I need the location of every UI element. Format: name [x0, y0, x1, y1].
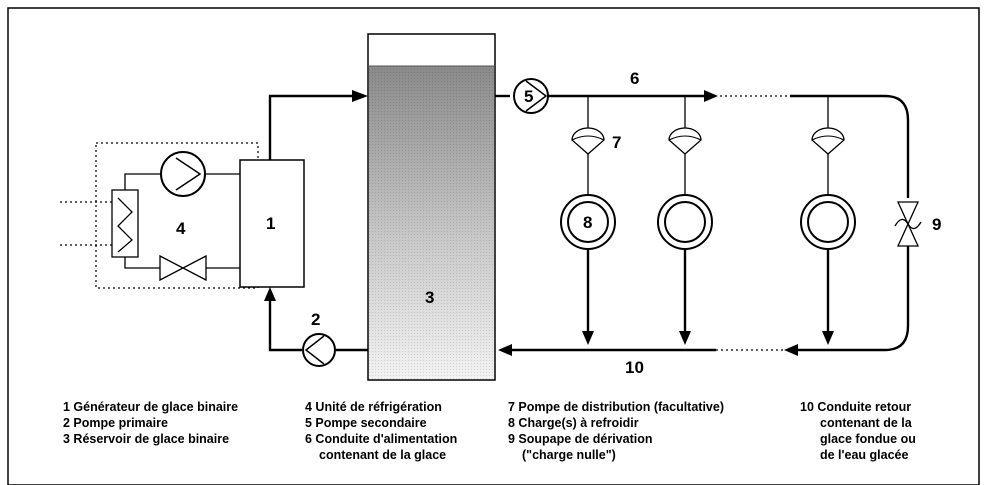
load-branch-3	[800, 96, 856, 345]
load-branch-2	[657, 96, 713, 345]
primary-supply-line	[268, 94, 360, 160]
compressor-icon	[160, 151, 206, 197]
distribution-pump-icon	[811, 127, 845, 155]
legend-item-10-cont-1: contenant de la	[820, 416, 913, 430]
legend-item-6: 6 Conduite d'alimentation	[305, 432, 457, 446]
load-branch-1	[560, 96, 616, 345]
bypass-valve-icon	[894, 201, 922, 247]
arrow-return-right	[784, 344, 798, 356]
legend-item-6-cont: contenant de la glace	[319, 448, 446, 462]
label-10: 10	[625, 358, 644, 377]
legend-item-2: 2 Pompe primaire	[63, 416, 168, 430]
primary-return-line-2	[268, 296, 302, 352]
label-4: 4	[176, 219, 186, 238]
ref-circuit-top	[124, 173, 160, 190]
legend-item-5: 5 Pompe secondaire	[305, 416, 427, 430]
legend-item-7: 7 Pompe de distribution (facultative)	[508, 400, 724, 414]
arrow-return-tank	[498, 344, 512, 356]
legend-item-8: 8 Charge(s) à refroidir	[508, 416, 639, 430]
label-9: 9	[932, 215, 941, 234]
legend-item-10-cont-2: glace fondue ou	[820, 432, 916, 446]
distribution-pump-icon	[571, 127, 605, 155]
distribution-pump-icon	[668, 127, 702, 155]
legend-item-10-cont-3: de l'eau glacée	[820, 448, 908, 462]
load-icon	[800, 194, 856, 250]
label-7: 7	[612, 133, 621, 152]
legend-item-10: 10 Conduite retour	[800, 400, 911, 414]
label-6: 6	[630, 69, 639, 88]
bypass-line-lower	[796, 246, 910, 352]
primary-pump-icon	[302, 333, 336, 367]
label-5: 5	[524, 87, 533, 106]
ice-generator-box	[239, 159, 305, 288]
legend-item-1: 1 Générateur de glace binaire	[63, 400, 238, 414]
ref-circuit-bottom	[124, 257, 160, 269]
ice-slurry-tank	[367, 33, 496, 381]
label-8: 8	[583, 213, 592, 232]
label-2: 2	[311, 310, 320, 329]
outer-border	[7, 7, 980, 485]
legend-item-3: 3 Réservoir de glace binaire	[63, 432, 229, 446]
legend-item-9-cont: ("charge nulle")	[522, 448, 616, 462]
label-3: 3	[425, 288, 434, 307]
arrow-supply	[704, 90, 718, 102]
legend-item-9: 9 Soupape de dérivation	[508, 432, 652, 446]
expansion-valve-icon	[159, 254, 207, 282]
legend: 1 Générateur de glace binaire 2 Pompe pr…	[63, 400, 916, 462]
supply-line-c	[790, 94, 910, 198]
heat-exchanger-icon	[111, 189, 139, 258]
refrigeration-unit-box	[95, 142, 259, 289]
load-icon	[560, 194, 616, 250]
label-1: 1	[266, 214, 275, 233]
load-icon	[657, 194, 713, 250]
arrow-into-tank	[352, 90, 368, 102]
legend-item-4: 4 Unité de réfrigération	[305, 400, 442, 414]
arrow-into-generator	[264, 287, 276, 301]
